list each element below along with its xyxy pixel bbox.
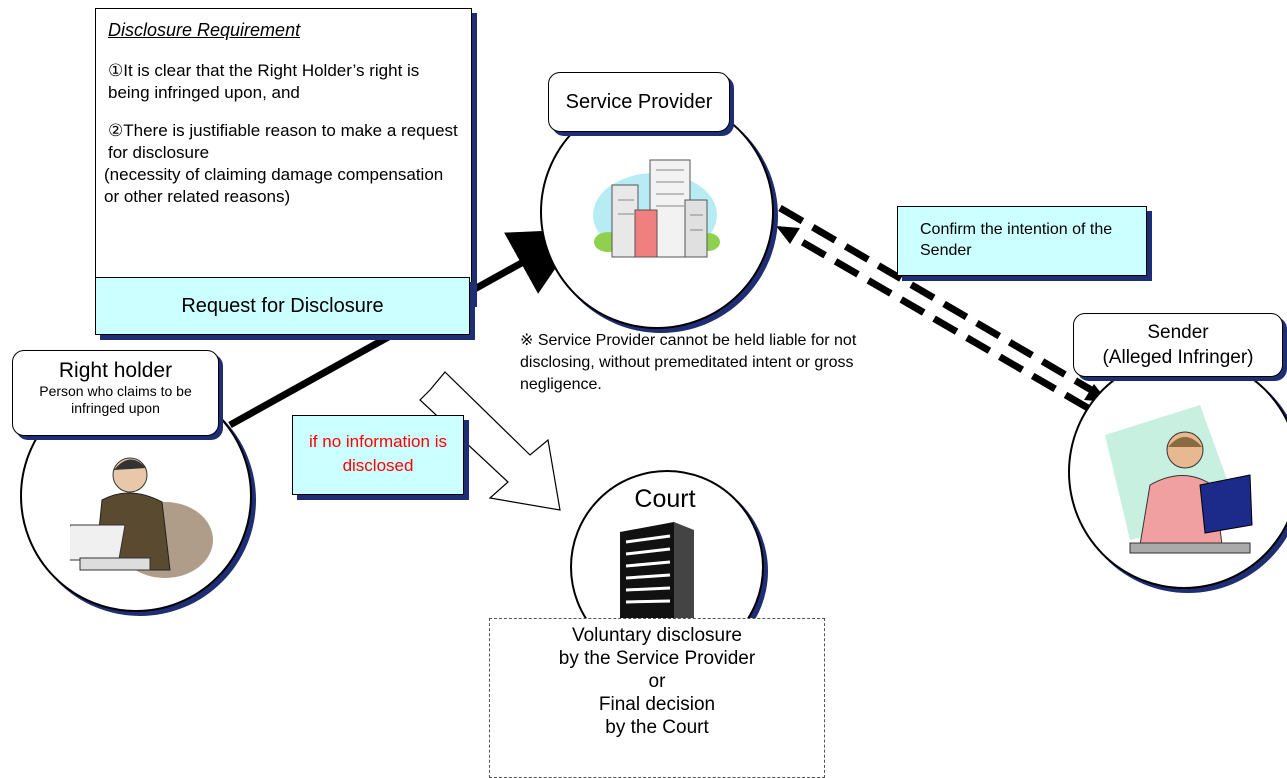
outcome-line-2: by the Service Provider bbox=[558, 648, 756, 669]
request-for-disclosure-label: Request for Disclosure bbox=[95, 277, 470, 335]
no-info-disclosed-label: if no information is disclosed bbox=[292, 415, 464, 495]
outcome-line-3: or bbox=[648, 671, 666, 692]
outcome-line-1: Voluntary disclosure bbox=[571, 625, 743, 646]
confirm-arrow-to-sender bbox=[778, 204, 1102, 399]
liability-note: ※ Service Provider cannot be held liable… bbox=[520, 332, 857, 393]
requirement-item-1: ①It is clear that the Right Holder’s rig… bbox=[108, 61, 420, 102]
confirm-arrowhead-provider bbox=[776, 226, 800, 244]
office-building-icon bbox=[593, 159, 720, 258]
court-building-icon bbox=[620, 522, 694, 622]
right-holder-label: Right holder Person who claims to be inf… bbox=[12, 350, 219, 436]
right-holder-subtitle: Person who claims to be infringed upon bbox=[39, 383, 192, 416]
businessman-at-computer-icon bbox=[70, 457, 213, 578]
requirement-title: Disclosure Requirement bbox=[108, 20, 301, 40]
confirm-intention-label: Confirm the intention of the Sender bbox=[897, 206, 1147, 276]
person-at-laptop-icon bbox=[1105, 405, 1253, 554]
service-provider-text: Service Provider bbox=[565, 91, 713, 113]
sender-subtitle: (Alleged Infringer) bbox=[1102, 347, 1254, 368]
requirement-note: (necessity of claiming damage compensati… bbox=[104, 165, 444, 206]
sender-title: Sender bbox=[1147, 322, 1209, 343]
court-label: Court bbox=[634, 485, 696, 513]
outcome-line-5: by the Court bbox=[605, 717, 709, 738]
outcome-line-4: Final decision bbox=[598, 694, 716, 715]
requirement-item-2: ②There is justifiable reason to make a r… bbox=[108, 121, 458, 162]
sender-label: Sender (Alleged Infringer) bbox=[1073, 313, 1283, 377]
service-provider-label: Service Provider bbox=[548, 72, 730, 132]
right-holder-title: Right holder bbox=[58, 359, 173, 382]
outcome-box: Voluntary disclosure by the Service Prov… bbox=[489, 618, 825, 778]
confirm-arrow-to-provider bbox=[783, 228, 1090, 412]
